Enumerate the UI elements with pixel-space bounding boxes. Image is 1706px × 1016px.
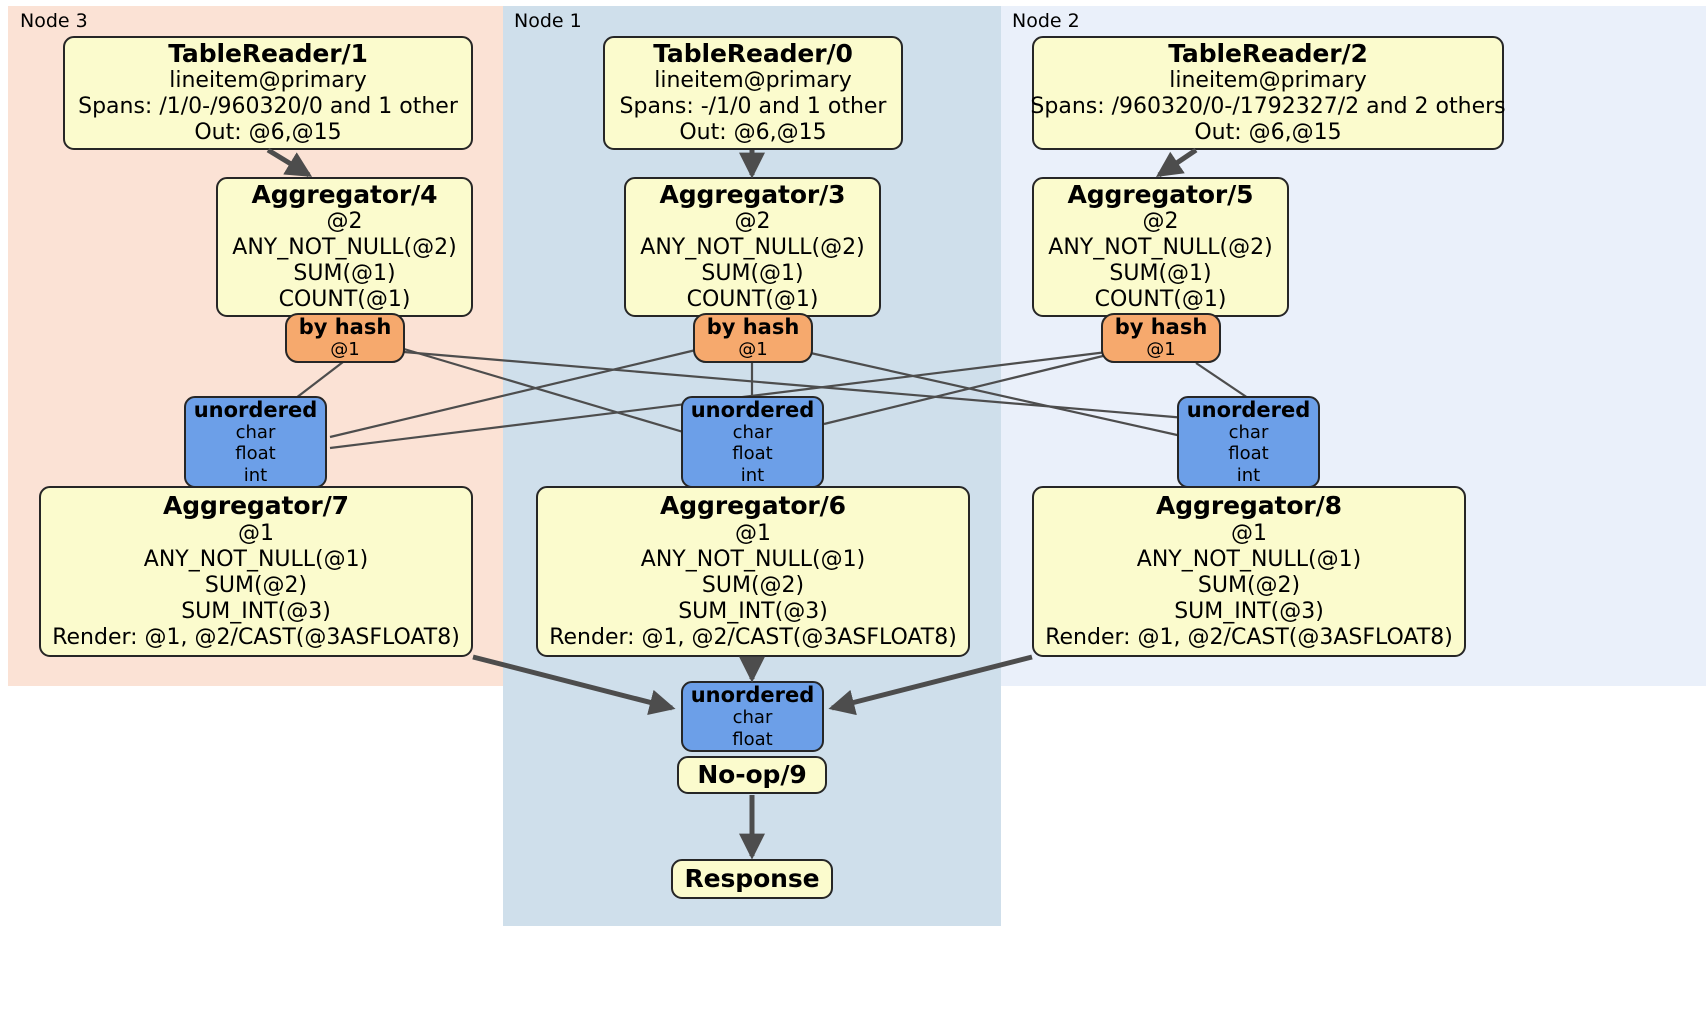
processor-detail: Out: @6,@15 xyxy=(194,120,342,146)
region-label-node3: Node 3 xyxy=(20,10,88,32)
synchronizer-title: unordered xyxy=(1186,397,1311,422)
synchronizer-unordered-middle[interactable]: unordered char float int xyxy=(681,396,824,488)
processor-detail: SUM_INT(@3) xyxy=(181,598,331,624)
processor-noop-9[interactable]: No-op/9 xyxy=(677,756,827,794)
processor-detail: COUNT(@1) xyxy=(278,287,411,313)
processor-detail: SUM(@1) xyxy=(293,261,396,287)
processor-detail-render: Render: @1, @2/CAST(@3ASFLOAT8) xyxy=(1045,624,1453,650)
processor-detail: Spans: /960320/0-/1792327/2 and 2 others xyxy=(1030,94,1506,120)
router-by-hash-right[interactable]: by hash @1 xyxy=(1101,313,1221,363)
processor-aggregator-3[interactable]: Aggregator/3 @2 ANY_NOT_NULL(@2) SUM(@1)… xyxy=(624,177,881,317)
synchronizer-unordered-final[interactable]: unordered char float xyxy=(681,681,824,752)
router-title: by hash xyxy=(706,315,800,340)
synchronizer-detail: int xyxy=(243,464,268,486)
processor-title: Aggregator/5 xyxy=(1067,179,1254,209)
processor-detail: ANY_NOT_NULL(@1) xyxy=(1136,546,1362,572)
processor-detail: SUM(@2) xyxy=(701,572,805,598)
processor-title: Aggregator/7 xyxy=(163,491,349,521)
synchronizer-detail: float xyxy=(732,728,773,750)
router-detail: @1 xyxy=(738,339,768,361)
processor-detail: COUNT(@1) xyxy=(1094,287,1227,313)
synchronizer-unordered-left[interactable]: unordered char float int xyxy=(184,396,327,488)
processor-detail: SUM_INT(@3) xyxy=(1174,598,1324,624)
processor-detail: SUM(@1) xyxy=(1109,261,1212,287)
processor-detail: ANY_NOT_NULL(@2) xyxy=(1048,235,1273,261)
processor-detail: @1 xyxy=(735,520,771,546)
processor-title: Aggregator/6 xyxy=(660,491,846,521)
processor-detail-render: Render: @1, @2/CAST(@3ASFLOAT8) xyxy=(52,624,460,650)
router-title: by hash xyxy=(1114,315,1208,340)
processor-detail: COUNT(@1) xyxy=(686,287,819,313)
processor-detail: SUM(@1) xyxy=(701,261,804,287)
synchronizer-detail: float xyxy=(1228,443,1269,465)
processor-detail: Out: @6,@15 xyxy=(1194,120,1342,146)
region-label-node1: Node 1 xyxy=(514,10,582,32)
synchronizer-detail: float xyxy=(235,443,276,465)
synchronizer-detail: char xyxy=(1228,421,1269,443)
processor-detail: SUM(@2) xyxy=(204,572,308,598)
processor-detail: lineitem@primary xyxy=(169,68,367,94)
processor-detail: lineitem@primary xyxy=(1169,68,1367,94)
processor-title: No-op/9 xyxy=(697,759,807,789)
processor-detail: SUM_INT(@3) xyxy=(678,598,828,624)
synchronizer-unordered-right[interactable]: unordered char float int xyxy=(1177,396,1320,488)
synchronizer-detail: char xyxy=(732,706,773,728)
processor-table-reader-2[interactable]: TableReader/2 lineitem@primary Spans: /9… xyxy=(1030,36,1506,150)
synchronizer-detail: char xyxy=(235,421,276,443)
processor-table-reader-0[interactable]: TableReader/0 lineitem@primary Spans: -/… xyxy=(603,36,903,150)
processor-detail: ANY_NOT_NULL(@2) xyxy=(232,235,457,261)
synchronizer-detail: float xyxy=(732,443,773,465)
synchronizer-title: unordered xyxy=(193,397,318,422)
processor-title: Aggregator/8 xyxy=(1156,491,1342,521)
processor-detail: @2 xyxy=(326,209,363,235)
synchronizer-detail: int xyxy=(740,464,765,486)
processor-title: TableReader/0 xyxy=(653,38,853,68)
processor-detail: SUM(@2) xyxy=(1197,572,1301,598)
router-detail: @1 xyxy=(330,339,360,361)
synchronizer-title: unordered xyxy=(690,397,815,422)
processor-aggregator-4[interactable]: Aggregator/4 @2 ANY_NOT_NULL(@2) SUM(@1)… xyxy=(216,177,473,317)
router-detail: @1 xyxy=(1146,339,1176,361)
region-label-node2: Node 2 xyxy=(1012,10,1080,32)
router-title: by hash xyxy=(298,315,392,340)
processor-title: TableReader/1 xyxy=(168,38,368,68)
processor-detail: ANY_NOT_NULL(@2) xyxy=(640,235,865,261)
processor-detail: Spans: /1/0-/960320/0 and 1 other xyxy=(78,94,458,120)
processor-detail: @1 xyxy=(1231,520,1267,546)
processor-detail: Out: @6,@15 xyxy=(679,120,827,146)
synchronizer-detail: char xyxy=(732,421,773,443)
processor-detail: @2 xyxy=(734,209,771,235)
processor-title: Aggregator/3 xyxy=(659,179,846,209)
processor-detail: @2 xyxy=(1142,209,1179,235)
processor-detail: @1 xyxy=(238,520,274,546)
processor-title: TableReader/2 xyxy=(1168,38,1368,68)
processor-detail: ANY_NOT_NULL(@1) xyxy=(640,546,866,572)
processor-detail: Spans: -/1/0 and 1 other xyxy=(619,94,887,120)
processor-detail-render: Render: @1, @2/CAST(@3ASFLOAT8) xyxy=(549,624,957,650)
processor-table-reader-1[interactable]: TableReader/1 lineitem@primary Spans: /1… xyxy=(63,36,473,150)
processor-aggregator-6[interactable]: Aggregator/6 @1 ANY_NOT_NULL(@1) SUM(@2)… xyxy=(536,486,970,657)
processor-title: Response xyxy=(684,863,820,893)
processor-aggregator-8[interactable]: Aggregator/8 @1 ANY_NOT_NULL(@1) SUM(@2)… xyxy=(1032,486,1466,657)
processor-aggregator-5[interactable]: Aggregator/5 @2 ANY_NOT_NULL(@2) SUM(@1)… xyxy=(1032,177,1289,317)
synchronizer-detail: int xyxy=(1236,464,1261,486)
processor-detail: lineitem@primary xyxy=(654,68,852,94)
synchronizer-title: unordered xyxy=(690,682,815,707)
router-by-hash-middle[interactable]: by hash @1 xyxy=(693,313,813,363)
processor-response[interactable]: Response xyxy=(671,859,833,899)
processor-detail: ANY_NOT_NULL(@1) xyxy=(143,546,369,572)
processor-aggregator-7[interactable]: Aggregator/7 @1 ANY_NOT_NULL(@1) SUM(@2)… xyxy=(39,486,473,657)
processor-title: Aggregator/4 xyxy=(251,179,438,209)
router-by-hash-left[interactable]: by hash @1 xyxy=(285,313,405,363)
